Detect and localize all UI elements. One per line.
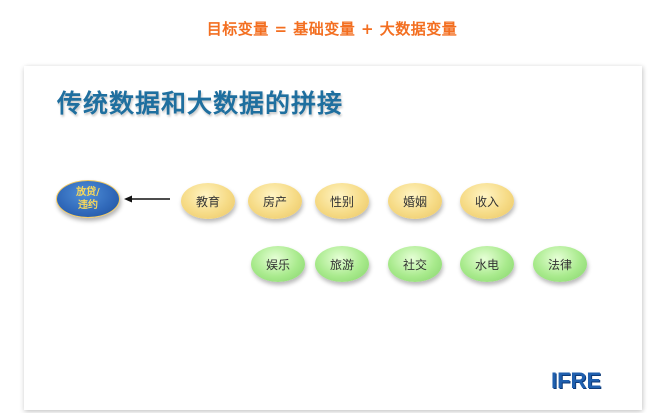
big-data-variable-node: 社交 <box>388 246 442 282</box>
basic-variable-node: 性别 <box>315 183 369 219</box>
basic-variable-node: 教育 <box>181 183 235 219</box>
formula-heading: 目标变量 = 基础变量 + 大数据变量 <box>206 20 458 38</box>
basic-variable-node: 婚姻 <box>388 183 442 219</box>
big-data-variable-node: 水电 <box>460 246 514 282</box>
basic-variable-node: 房产 <box>248 183 302 219</box>
slide-panel <box>24 66 642 410</box>
big-data-variable-node: 法律 <box>533 246 587 282</box>
slide-title: 传统数据和大数据的拼接 <box>57 89 344 118</box>
big-data-variable-node: 旅游 <box>315 246 369 282</box>
arrow-icon <box>124 195 170 203</box>
target-line-2: 违约 <box>78 200 98 211</box>
target-line-1: 放贷/ <box>76 187 100 198</box>
basic-variable-node: 收入 <box>460 183 514 219</box>
target-variable-node: 放贷/ 违约 <box>56 180 120 218</box>
ifre-logo: IFRE <box>551 368 602 393</box>
big-data-variable-node: 娱乐 <box>251 246 305 282</box>
